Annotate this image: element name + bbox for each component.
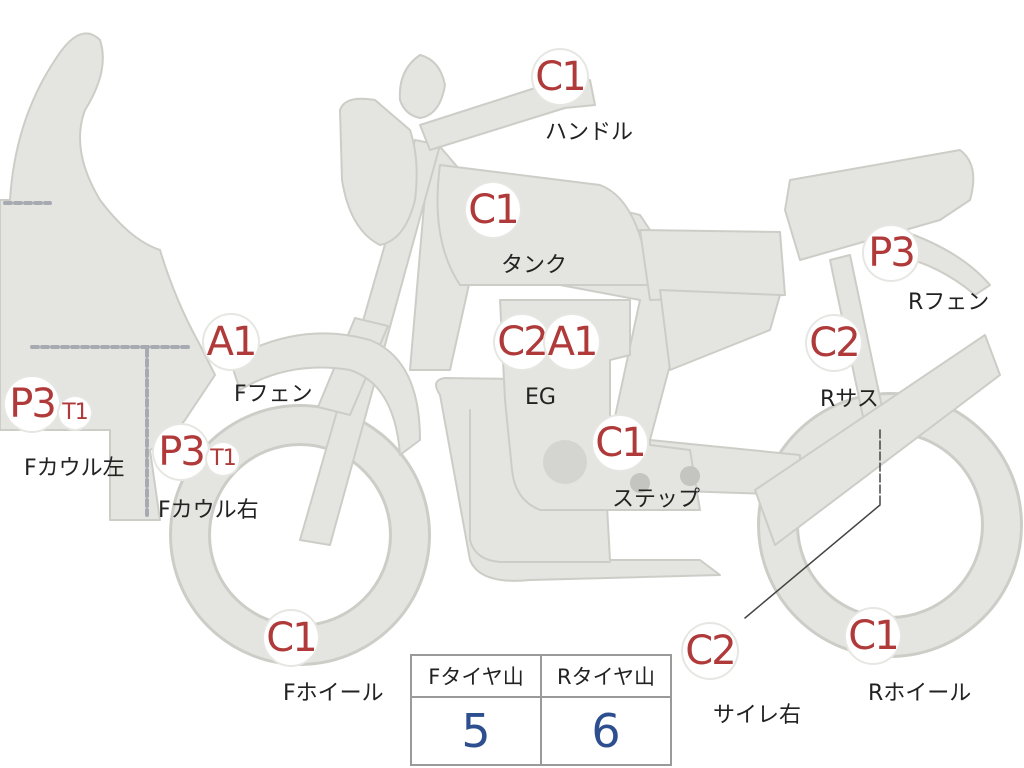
tire-table-header-row: Fタイヤ山 Rタイヤ山	[410, 654, 672, 698]
part-label-rear-fender: Rフェン	[908, 290, 990, 315]
front-tire-header: Fタイヤ山	[410, 654, 542, 698]
engine-cover	[543, 440, 587, 484]
tire-tread-table: Fタイヤ山 Rタイヤ山 5 6	[410, 654, 672, 766]
code-badge-engine-2: A1	[545, 315, 599, 369]
part-label-engine: EG	[525, 385, 556, 410]
code-badge-rear-suspension: C2	[807, 316, 861, 370]
code-badge-rear-wheel: C1	[846, 609, 900, 663]
muffler	[754, 334, 1001, 546]
rear-fender	[894, 229, 991, 296]
side-panel	[639, 229, 786, 301]
part-label-tank: タンク	[501, 253, 568, 278]
code-badge-muffler-right: C2	[683, 624, 737, 678]
rear-tire-value: 6	[540, 696, 672, 766]
part-label-front-cowl-right: Fカウル右	[158, 498, 259, 523]
frame-lower-inner	[469, 409, 611, 563]
part-label-handle: ハンドル	[545, 120, 634, 145]
code-badge-rear-fender: P3	[864, 226, 918, 280]
part-label-front-fender: Fフェン	[234, 382, 313, 407]
code-badge-step: C1	[593, 416, 647, 470]
code-badge-front-cowl-left-2: T1	[59, 397, 91, 429]
code-badge-engine-1: C2	[495, 315, 549, 369]
part-label-front-wheel: Fホイール	[283, 681, 384, 706]
front-tire-value: 5	[410, 696, 542, 766]
footpeg-right	[680, 466, 700, 486]
rear-cowl-lower	[659, 289, 781, 371]
tire-table-value-row: 5 6	[410, 696, 672, 766]
code-badge-front-wheel: C1	[264, 611, 318, 665]
front-fender	[229, 332, 421, 456]
code-badge-front-cowl-right-1: P3	[154, 425, 208, 479]
part-label-front-cowl-left: Fカウル左	[24, 456, 125, 481]
leader-line-diagonal	[744, 504, 881, 619]
headlight	[339, 97, 418, 246]
footpeg-left	[630, 473, 650, 493]
part-label-rear-wheel: Rホイール	[868, 681, 972, 706]
part-label-muffler-right: サイレ右	[713, 703, 802, 728]
code-badge-front-fender: A1	[204, 315, 258, 369]
mirror	[398, 54, 446, 119]
code-badge-tank: C1	[466, 183, 520, 237]
part-label-step: ステップ	[612, 487, 701, 512]
code-badge-front-cowl-right-2: T1	[207, 443, 239, 475]
code-badge-front-cowl-left-1: P3	[5, 377, 59, 431]
part-label-rear-suspension: Rサス	[820, 387, 879, 412]
rear-tire-header: Rタイヤ山	[540, 654, 672, 698]
code-badge-handle: C1	[533, 50, 587, 104]
